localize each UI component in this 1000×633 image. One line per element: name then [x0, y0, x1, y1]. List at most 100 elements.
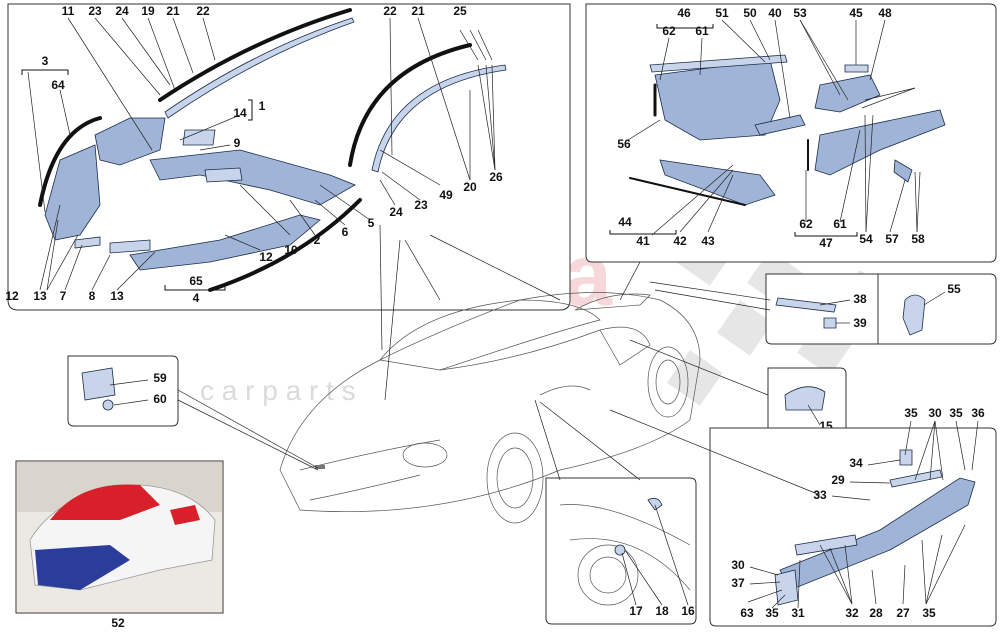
callout-7[interactable]: 7 — [60, 289, 67, 303]
callout-34[interactable]: 34 — [849, 456, 863, 470]
callout-42[interactable]: 42 — [673, 234, 687, 248]
callout-65[interactable]: 65 — [189, 274, 203, 288]
vent-grille — [204, 167, 243, 183]
callout-3[interactable]: 3 — [42, 54, 49, 68]
prancing-horse-badge — [902, 294, 926, 336]
callout-10[interactable]: 10 — [284, 243, 298, 257]
lower-strip — [208, 198, 362, 292]
callout-63[interactable]: 63 — [740, 606, 754, 620]
callout-30b[interactable]: 30 — [731, 558, 745, 572]
callout-11[interactable]: 11 — [62, 4, 75, 18]
callout-33[interactable]: 33 — [813, 488, 827, 502]
callout-40[interactable]: 40 — [768, 6, 782, 20]
side-trim-front — [44, 144, 101, 241]
callout-21b[interactable]: 21 — [411, 4, 425, 18]
callout-26[interactable]: 26 — [489, 170, 503, 184]
callout-37[interactable]: 37 — [731, 576, 745, 590]
callout-64[interactable]: 64 — [51, 78, 65, 92]
callout-61a[interactable]: 61 — [695, 24, 709, 38]
callout-44[interactable]: 44 — [618, 215, 632, 229]
callout-45[interactable]: 45 — [849, 6, 863, 20]
callout-5[interactable]: 5 — [368, 216, 375, 230]
callout-25[interactable]: 25 — [453, 4, 467, 18]
car-headlight — [402, 442, 448, 468]
callout-24b[interactable]: 24 — [389, 205, 403, 219]
cowl-trim-left — [94, 117, 166, 166]
livery-red-side — [170, 505, 200, 525]
callout-24a[interactable]: 24 — [115, 4, 129, 18]
rear-grille-trim — [659, 159, 776, 206]
callout-27[interactable]: 27 — [896, 606, 910, 620]
callout-2[interactable]: 2 — [314, 233, 321, 247]
callout-18[interactable]: 18 — [655, 604, 669, 618]
callout-4[interactable]: 4 — [193, 291, 200, 305]
callout-53[interactable]: 53 — [793, 6, 807, 20]
door-handle-cover — [647, 497, 663, 511]
callout-20[interactable]: 20 — [463, 180, 477, 194]
front-badge-plate — [81, 367, 116, 401]
callout-52[interactable]: 52 — [111, 616, 125, 630]
callout-59[interactable]: 59 — [153, 371, 167, 385]
callout-62b[interactable]: 62 — [799, 217, 813, 231]
front-strip-left — [38, 116, 102, 207]
callout-19[interactable]: 19 — [141, 4, 155, 18]
livery-red-hood — [50, 484, 160, 520]
callout-55[interactable]: 55 — [947, 282, 961, 296]
callout-58[interactable]: 58 — [911, 232, 925, 246]
callout-43[interactable]: 43 — [701, 234, 715, 248]
callout-51[interactable]: 51 — [715, 6, 729, 20]
callout-32[interactable]: 32 — [845, 606, 859, 620]
callout-12a[interactable]: 12 — [5, 289, 19, 303]
callout-46[interactable]: 46 — [677, 6, 691, 20]
callout-8[interactable]: 8 — [89, 289, 96, 303]
callout-29[interactable]: 29 — [831, 473, 845, 487]
rear-script-badge — [775, 297, 837, 313]
callout-14[interactable]: 14 — [233, 106, 247, 120]
callout-57[interactable]: 57 — [885, 232, 899, 246]
callout-13a[interactable]: 13 — [33, 289, 47, 303]
callout-56[interactable]: 56 — [617, 137, 631, 151]
callout-28[interactable]: 28 — [869, 606, 883, 620]
callout-21a[interactable]: 21 — [166, 4, 180, 18]
callout-60[interactable]: 60 — [153, 392, 167, 406]
callout-35b[interactable]: 35 — [949, 406, 963, 420]
intake-badge — [844, 64, 869, 73]
callout-62a[interactable]: 62 — [662, 24, 676, 38]
skirt-insert — [889, 469, 943, 488]
callout-49[interactable]: 49 — [439, 188, 453, 202]
car-rear-rim — [655, 359, 681, 405]
callout-9[interactable]: 9 — [234, 136, 241, 150]
side-skirt-main — [779, 477, 976, 591]
callout-22a[interactable]: 22 — [196, 4, 210, 18]
callout-1[interactable]: 1 — [259, 99, 266, 113]
callout-30a[interactable]: 30 — [928, 406, 942, 420]
callout-61b[interactable]: 61 — [833, 217, 847, 231]
callout-47[interactable]: 47 — [819, 236, 833, 250]
panel-a-frame — [7, 3, 571, 311]
callout-31[interactable]: 31 — [791, 606, 805, 620]
callout-39[interactable]: 39 — [853, 316, 867, 330]
callout-54[interactable]: 54 — [859, 232, 873, 246]
small-grille — [109, 239, 151, 254]
callout-17[interactable]: 17 — [629, 604, 643, 618]
callout-12b[interactable]: 12 — [259, 250, 273, 264]
callout-35c[interactable]: 35 — [765, 606, 779, 620]
callout-50[interactable]: 50 — [743, 6, 757, 20]
callout-38[interactable]: 38 — [853, 292, 867, 306]
callout-6[interactable]: 6 — [342, 225, 349, 239]
door-pin — [614, 544, 626, 556]
panel-door-detail: 17 18 16 — [545, 477, 697, 625]
callout-36[interactable]: 36 — [971, 406, 985, 420]
callout-35a[interactable]: 35 — [904, 406, 918, 420]
callout-23b[interactable]: 23 — [414, 198, 428, 212]
car-bumper-line — [309, 474, 421, 501]
callout-16[interactable]: 16 — [681, 604, 695, 618]
skirt-end-cap — [774, 569, 799, 606]
callout-48[interactable]: 48 — [878, 6, 892, 20]
callout-35d[interactable]: 35 — [922, 606, 936, 620]
callout-41[interactable]: 41 — [636, 234, 650, 248]
callout-13b[interactable]: 13 — [110, 289, 124, 303]
callout-23a[interactable]: 23 — [88, 4, 102, 18]
engine-bracket — [754, 114, 806, 136]
callout-22b[interactable]: 22 — [383, 4, 397, 18]
